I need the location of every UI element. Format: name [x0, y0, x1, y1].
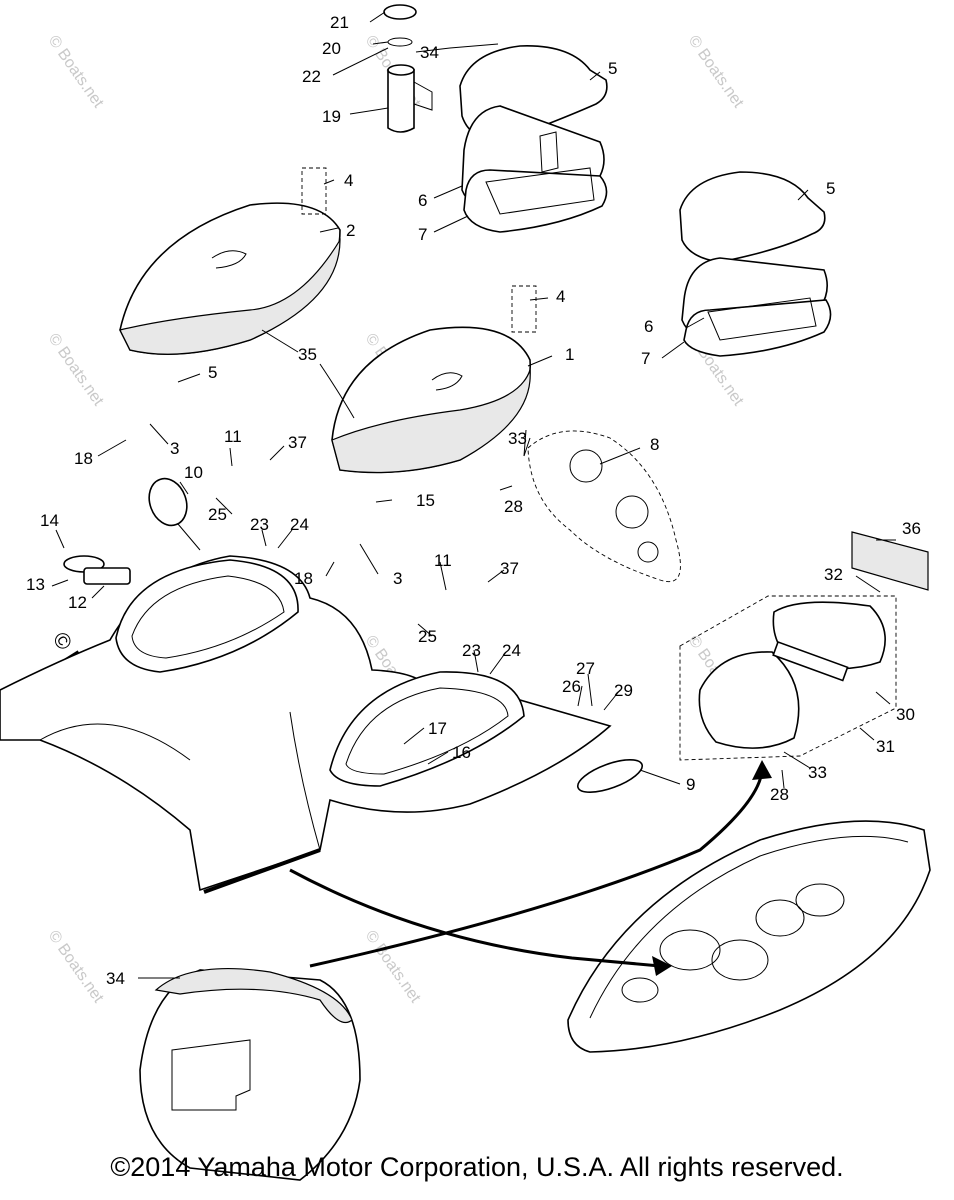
- callout-18-a: 18: [74, 449, 93, 468]
- callout-9: 9: [686, 775, 695, 794]
- boat-overview: [567, 820, 931, 1053]
- callout-11-a: 11: [224, 427, 242, 446]
- callout-35: 35: [298, 345, 317, 364]
- callout-2: 2: [346, 221, 355, 240]
- callout-6-a: 6: [418, 191, 427, 210]
- callout-3-a: 3: [170, 439, 179, 458]
- callout-37-a: 37: [288, 433, 307, 452]
- callout-5-a: 5: [608, 59, 617, 78]
- callout-23-a: 23: [250, 515, 269, 534]
- upper-storage-bin: [459, 45, 608, 233]
- callout-10: 10: [184, 463, 203, 482]
- right-storage-bin: [679, 171, 832, 357]
- small-hatch: [63, 555, 131, 585]
- callout-36: 36: [902, 519, 921, 538]
- callout-16: 16: [452, 743, 471, 762]
- callout-22: 22: [302, 67, 321, 86]
- watermarks: © Boats.net © Boats.net © Boats.net © Bo…: [45, 33, 747, 1007]
- rear-storage-30: [679, 595, 897, 761]
- callout-20: 20: [322, 39, 341, 58]
- callout-7-b: 7: [641, 349, 650, 368]
- callout-6-b: 6: [644, 317, 653, 336]
- watermark-3: © Boats.net: [685, 33, 747, 112]
- callout-18-b: 18: [294, 569, 313, 588]
- callout-24-b: 24: [502, 641, 521, 660]
- callout-33-a: 33: [508, 429, 527, 448]
- callout-17: 17: [428, 719, 447, 738]
- callout-19: 19: [322, 107, 341, 126]
- callout-4-b: 4: [556, 287, 565, 306]
- mirrors: [148, 477, 644, 793]
- callout-14: 14: [40, 511, 59, 530]
- arrows: [203, 760, 772, 976]
- callout-21: 21: [330, 13, 349, 32]
- callout-25-b: 25: [418, 627, 437, 646]
- watermark-9: © Boats.net: [45, 928, 107, 1007]
- callout-4-a: 4: [344, 171, 353, 190]
- watermark-10: © Boats.net: [362, 928, 424, 1007]
- panel-8: [527, 430, 681, 582]
- callout-28-b: 28: [770, 785, 789, 804]
- cushion-detail: [139, 968, 361, 1181]
- callout-30: 30: [896, 705, 915, 724]
- callout-28-a: 28: [504, 497, 523, 516]
- seat-rear: [119, 167, 341, 356]
- callout-12: 12: [68, 593, 87, 612]
- callout-37-b: 37: [500, 559, 519, 578]
- callout-5-c: 5: [208, 363, 217, 382]
- callout-24-a: 24: [290, 515, 309, 534]
- deck-section: [0, 555, 612, 892]
- callout-29: 29: [614, 681, 633, 700]
- callout-31: 31: [876, 737, 895, 756]
- callout-34-a: 34: [420, 43, 439, 62]
- callout-labels: 1 2 3 3 4 4 5 5 5 6 6 7 7 8 9 10 11 11 1…: [26, 13, 921, 988]
- callout-33-b: 33: [808, 763, 827, 782]
- callout-3-b: 3: [393, 569, 402, 588]
- callout-7-a: 7: [418, 225, 427, 244]
- callout-32: 32: [824, 565, 843, 584]
- callout-34-b: 34: [106, 969, 125, 988]
- callout-8: 8: [650, 435, 659, 454]
- watermark-4: © Boats.net: [45, 331, 107, 410]
- callout-13: 13: [26, 575, 45, 594]
- callout-15: 15: [416, 491, 435, 510]
- callout-27: 27: [576, 659, 595, 678]
- callout-11-b: 11: [434, 551, 452, 570]
- callout-26: 26: [562, 677, 581, 696]
- watermark-1: © Boats.net: [45, 33, 107, 112]
- cap-post-assembly: [383, 4, 433, 133]
- callout-25-a: 25: [208, 505, 227, 524]
- seat-front: [331, 285, 537, 474]
- callout-23-b: 23: [462, 641, 481, 660]
- callout-5-b: 5: [826, 179, 835, 198]
- label-36: [851, 531, 929, 591]
- copyright-notice: ©2014 Yamaha Motor Corporation, U.S.A. A…: [110, 1152, 844, 1182]
- callout-1: 1: [565, 345, 574, 364]
- leader-lines: [51, 11, 896, 979]
